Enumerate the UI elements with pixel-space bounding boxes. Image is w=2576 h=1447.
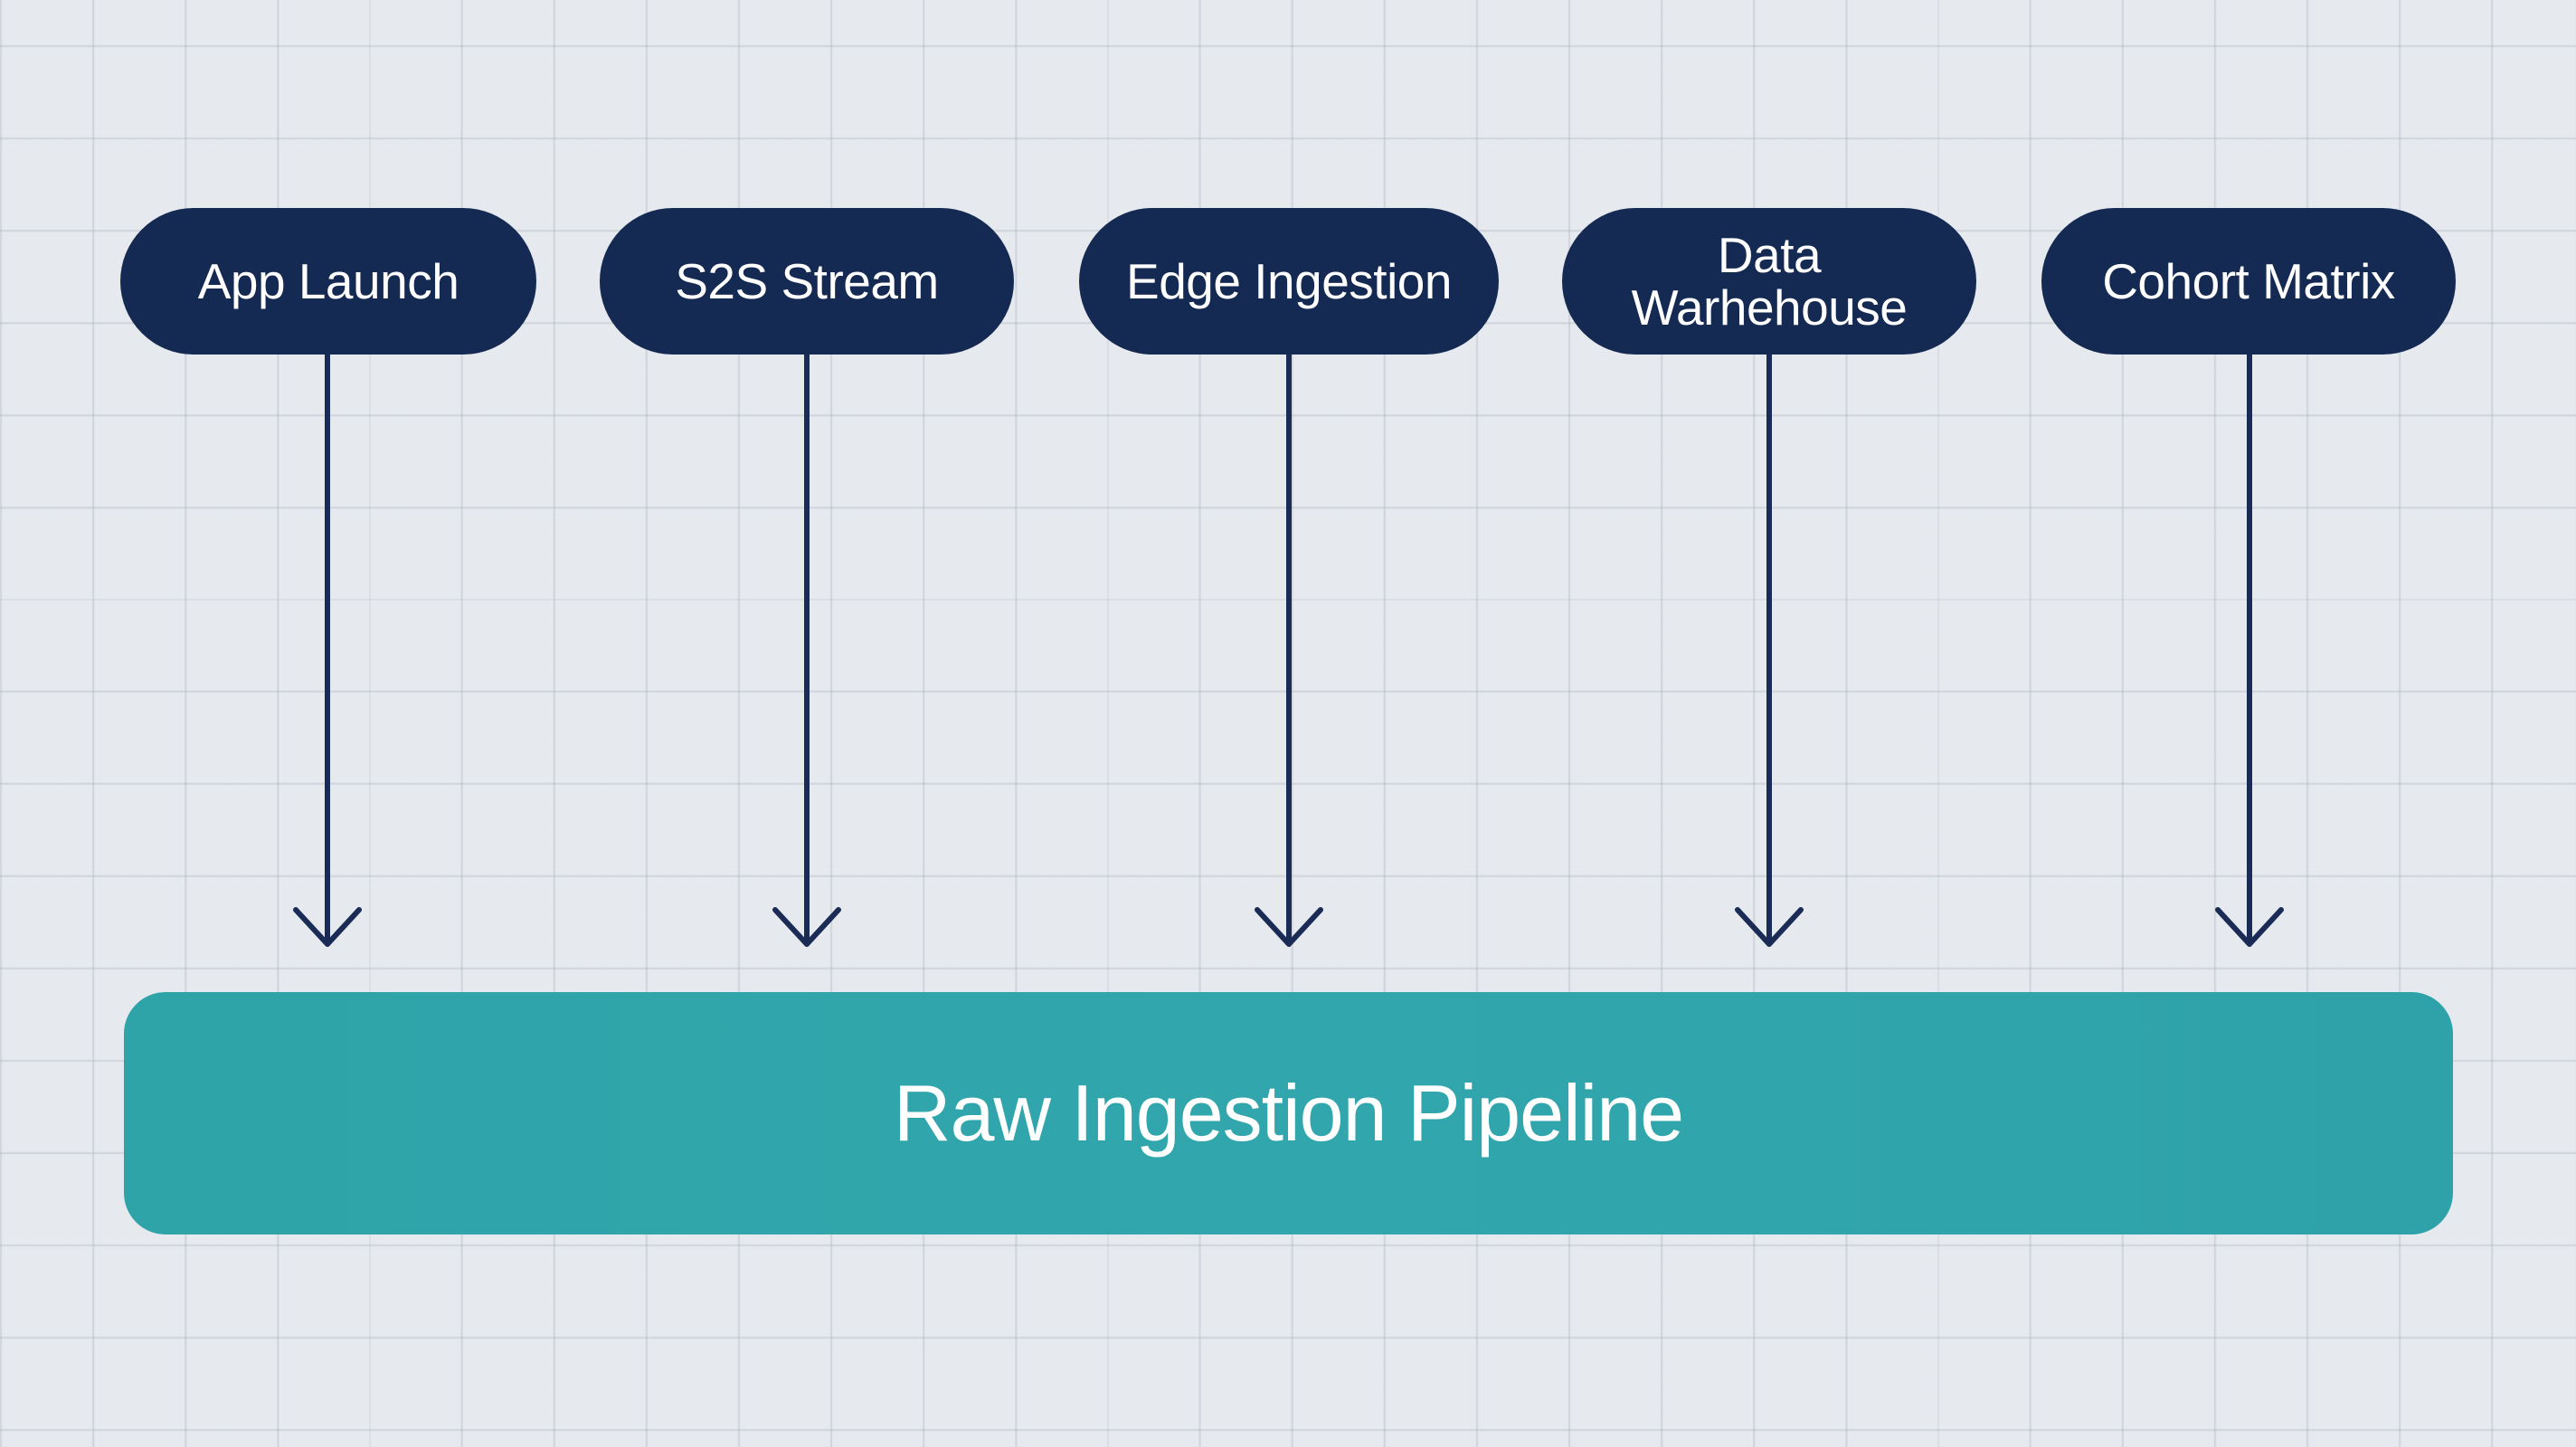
- arrow-s2s-stream: [772, 352, 841, 947]
- source-label: Edge Ingestion: [1126, 253, 1452, 309]
- pipeline-label: Raw Ingestion Pipeline: [893, 1068, 1684, 1158]
- source-label: Cohort Matrix: [2102, 253, 2395, 309]
- source-node-s2s-stream: S2S Stream: [600, 208, 1014, 355]
- source-node-edge-ingestion: Edge Ingestion: [1079, 208, 1499, 355]
- pipeline-target-bar: Raw Ingestion Pipeline: [124, 992, 2453, 1234]
- arrow-data-warehouse: [1735, 352, 1804, 947]
- source-node-cohort-matrix: Cohort Matrix: [2041, 208, 2456, 355]
- source-node-app-launch: App Launch: [120, 208, 536, 355]
- source-label: S2S Stream: [675, 253, 939, 309]
- source-node-data-warehouse: Data Warhehouse: [1562, 208, 1976, 355]
- source-label: Data Warhehouse: [1631, 227, 1908, 336]
- arrow-app-launch: [293, 352, 362, 947]
- source-label: App Launch: [197, 253, 459, 309]
- arrow-cohort-matrix: [2215, 352, 2284, 947]
- arrow-edge-ingestion: [1255, 352, 1323, 947]
